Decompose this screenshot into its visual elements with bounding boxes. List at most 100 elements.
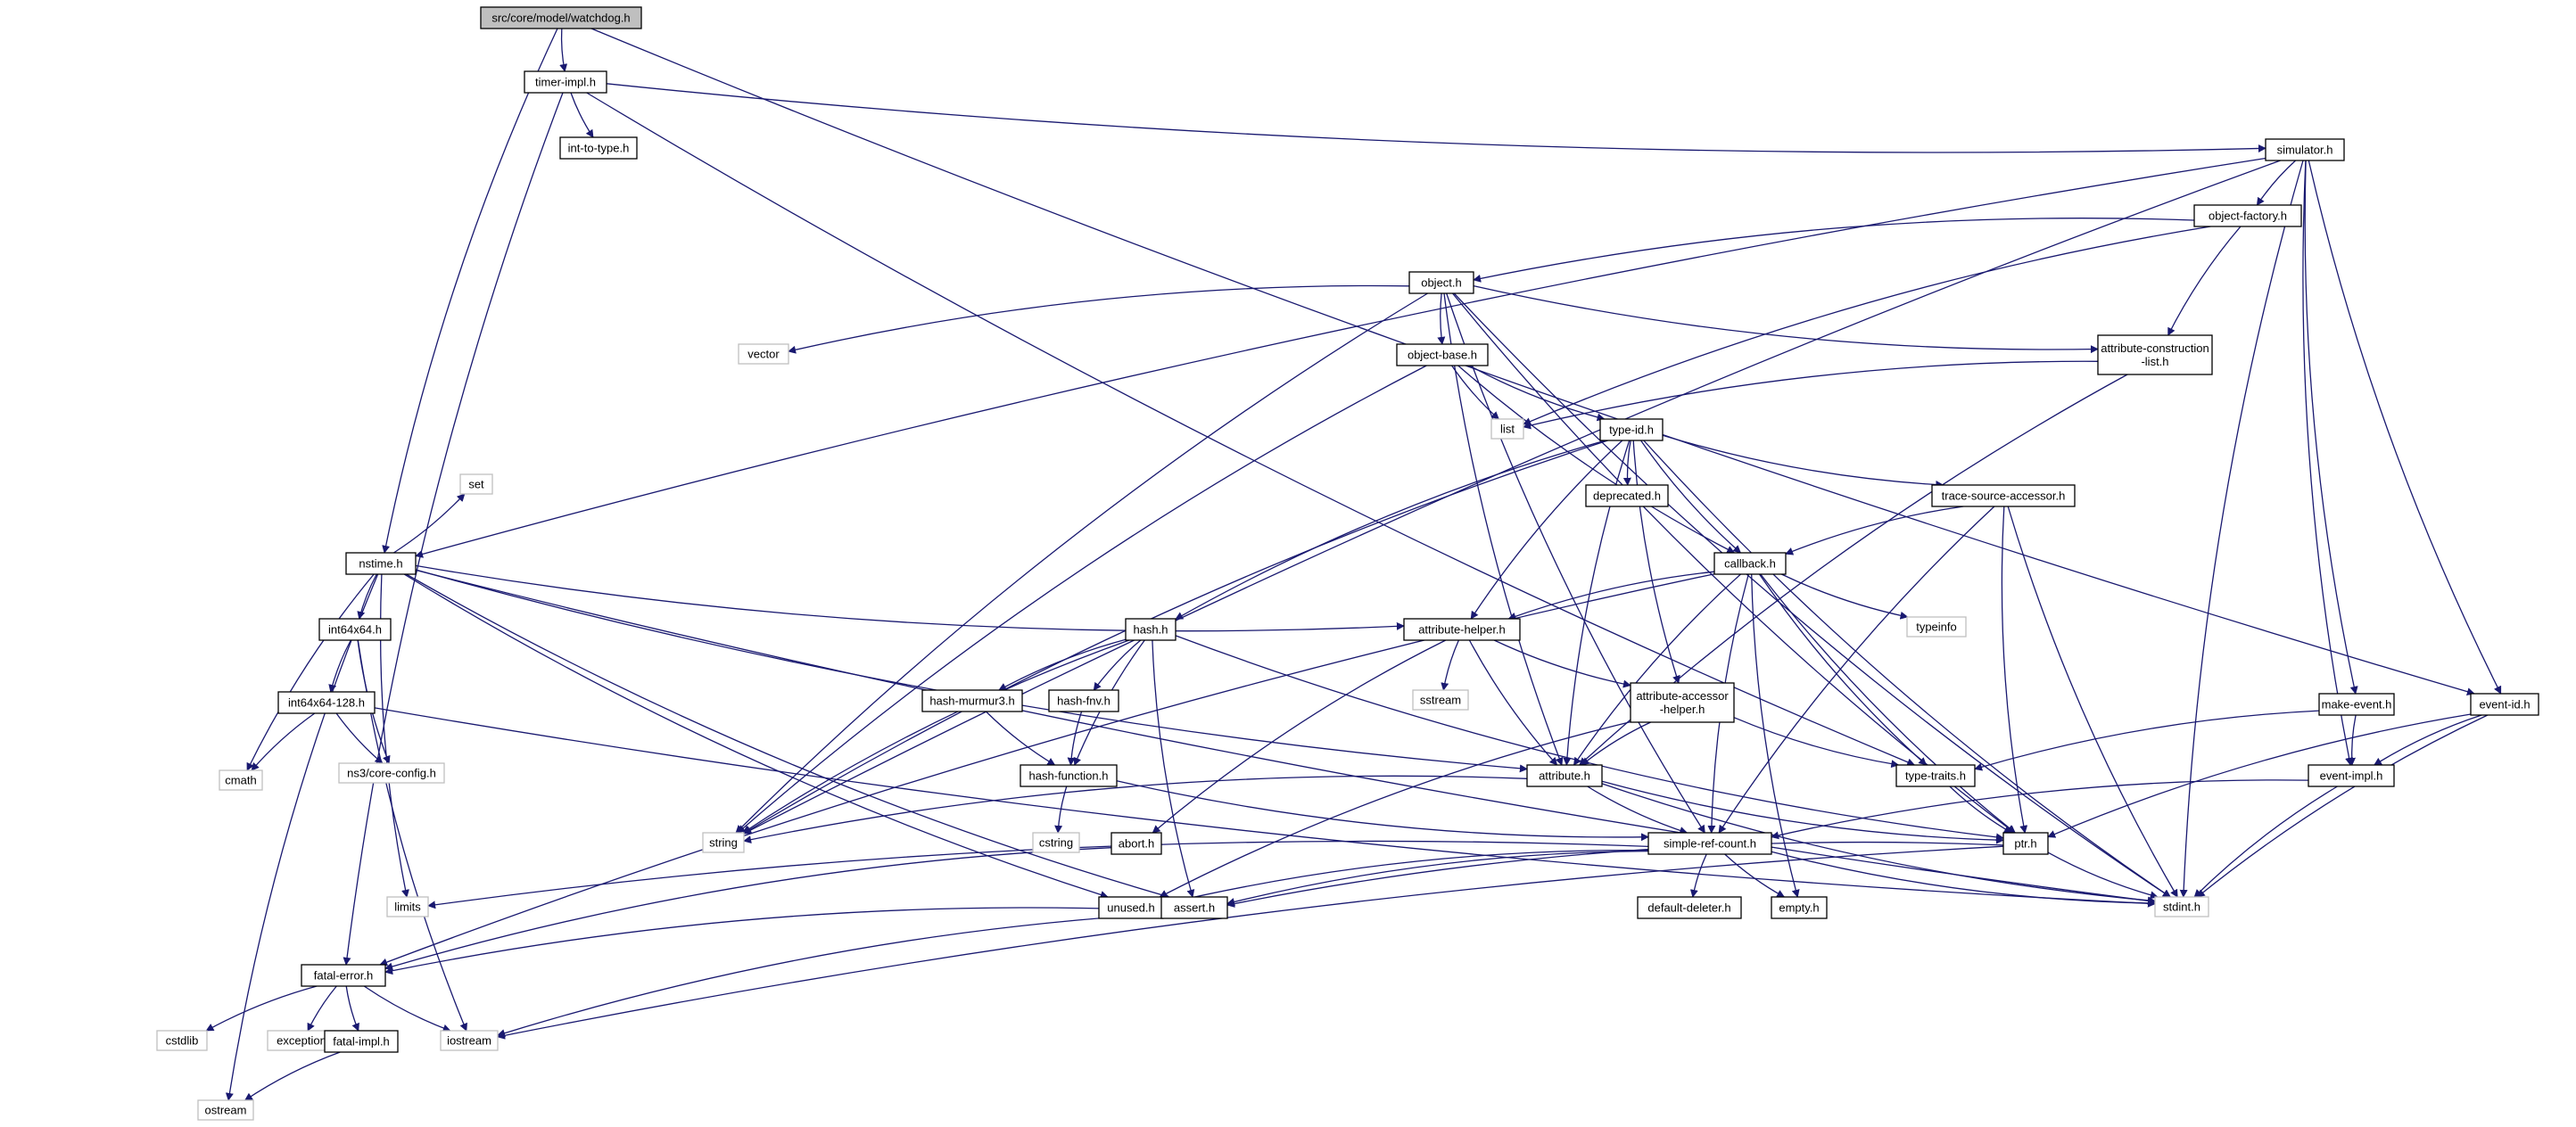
edge-makeevent-to-typetraits [1974,710,2320,771]
node-fatalerror[interactable]: fatal-error.h [301,964,386,987]
node-watchdog[interactable]: src/core/model/watchdog.h [480,6,642,29]
node-stdint: stdint.h [2154,896,2209,917]
node-box [1771,896,1828,919]
node-fnv[interactable]: hash-fnv.h [1048,689,1119,712]
node-label: hash-function.h [1029,769,1109,783]
edge-watchdog-to-timerimpl [559,28,568,72]
edge-nstime-to-assert [406,573,1170,900]
node-inttotype[interactable]: int-to-type.h [559,136,638,160]
edge-callback-to-typeinfo [1781,573,1909,620]
node-assert[interactable]: assert.h [1160,896,1228,919]
node-cstdlib: cstdlib [156,1030,208,1051]
node-unused[interactable]: unused.h [1098,896,1164,919]
edge-objbase-to-typeid [1468,365,1606,422]
node-label: list [1500,423,1515,436]
node-empty[interactable]: empty.h [1771,896,1828,919]
node-simulator[interactable]: simulator.h [2265,138,2345,161]
node-box [2154,896,2209,917]
node-int128[interactable]: int64x64-128.h [277,691,376,714]
edge-object-to-srefcount [1446,292,1705,834]
edge-attribute-to-string [743,775,1528,844]
node-timerimpl[interactable]: timer-impl.h [524,70,607,94]
node-srefcount[interactable]: simple-ref-count.h [1647,832,1772,855]
node-box [324,1030,399,1053]
edge-object-to-attrconst [1473,284,2099,354]
node-deprecated[interactable]: deprecated.h [1585,484,1669,507]
edge-murmur-to-hashfunc [985,711,1056,766]
node-nsconfig: ns3/core-config.h [338,762,445,784]
node-box [277,691,376,714]
edge-fnv-to-hashfunc [1067,711,1083,766]
node-box [1048,689,1119,712]
edge-hash-to-string [742,639,1130,834]
edge-int128-to-stdint [374,707,2156,908]
node-tsa[interactable]: trace-source-accessor.h [1931,484,2076,507]
node-label: unused.h [1107,901,1155,915]
edge-srefcount-to-unused [1162,849,1649,907]
node-box [318,618,392,641]
edge-objfactory-to-attrconst [2167,226,2242,336]
node-int64x64[interactable]: int64x64.h [318,618,392,641]
node-eventid[interactable]: event-id.h [2470,693,2539,716]
node-box [702,832,745,853]
node-box [1125,618,1177,641]
node-label: object-base.h [1408,349,1477,362]
edge-simulator-to-eventimpl [2302,160,2353,766]
node-box [1412,689,1469,711]
edge-timerimpl-to-simulator [606,83,2266,153]
node-box [197,1099,254,1121]
node-objbase[interactable]: object-base.h [1396,343,1489,366]
node-abort[interactable]: abort.h [1110,832,1162,855]
node-box [345,552,417,575]
node-label: int64x64.h [328,623,382,637]
node-attrhelper[interactable]: attribute-helper.h [1403,618,1521,641]
node-label: -list.h [2141,355,2168,368]
node-label: ostream [205,1104,247,1117]
node-label: empty.h [1779,901,1819,915]
edge-attrconst-to-list [1523,360,2099,430]
node-nstime[interactable]: nstime.h [345,552,417,575]
edge-callback-to-empty [1751,573,1800,898]
node-box [1906,616,1967,638]
edge-object-to-stdint [1453,292,2171,898]
node-eventimpl[interactable]: event-impl.h [2308,764,2395,787]
node-label: ns3/core-config.h [347,767,436,780]
node-object[interactable]: object.h [1408,271,1474,294]
edge-timerimpl-to-inttotype [570,92,594,138]
node-box [1630,682,1735,723]
node-limits: limits [386,896,429,917]
node-sstream: sstream [1412,689,1469,711]
node-callback[interactable]: callback.h [1713,552,1787,575]
node-ptr[interactable]: ptr.h [2002,832,2049,855]
node-label: stdint.h [2163,901,2200,914]
node-box [459,473,493,495]
node-typeid[interactable]: type-id.h [1599,418,1664,441]
edge-hash-to-fnv [1093,639,1142,691]
edge-int128-to-cmath [251,712,316,771]
node-box [1403,618,1521,641]
edge-attrhelper-to-sstream [1441,639,1459,691]
node-label: typeinfo [1916,621,1957,634]
node-typetraits[interactable]: type-traits.h [1895,764,1976,787]
edge-object-to-string [735,292,1428,834]
node-objfactory[interactable]: object-factory.h [2193,204,2302,227]
node-attracc[interactable]: attribute-accessor-helper.h [1630,682,1735,723]
node-hash[interactable]: hash.h [1125,618,1177,641]
node-box [1931,484,2076,507]
node-hashfunc[interactable]: hash-function.h [1020,764,1118,787]
edge-hash-to-ptr [1175,635,2004,842]
edge-attribute-to-ptr [1601,780,2004,844]
node-fatalimpl[interactable]: fatal-impl.h [324,1030,399,1053]
node-murmur[interactable]: hash-murmur3.h [921,689,1023,712]
node-defdeleter[interactable]: default-deleter.h [1637,896,1742,919]
node-box [738,343,789,365]
node-attribute[interactable]: attribute.h [1526,764,1603,787]
edge-abort-to-fatalerror [384,847,1112,971]
node-box [1098,896,1164,919]
node-label: string [709,836,738,850]
node-label: int-to-type.h [568,142,630,155]
edge-nstime-to-unused [403,573,1109,899]
node-attrconst[interactable]: attribute-construction-list.h [2097,334,2213,375]
node-makeevent[interactable]: make-event.h [2318,693,2395,716]
